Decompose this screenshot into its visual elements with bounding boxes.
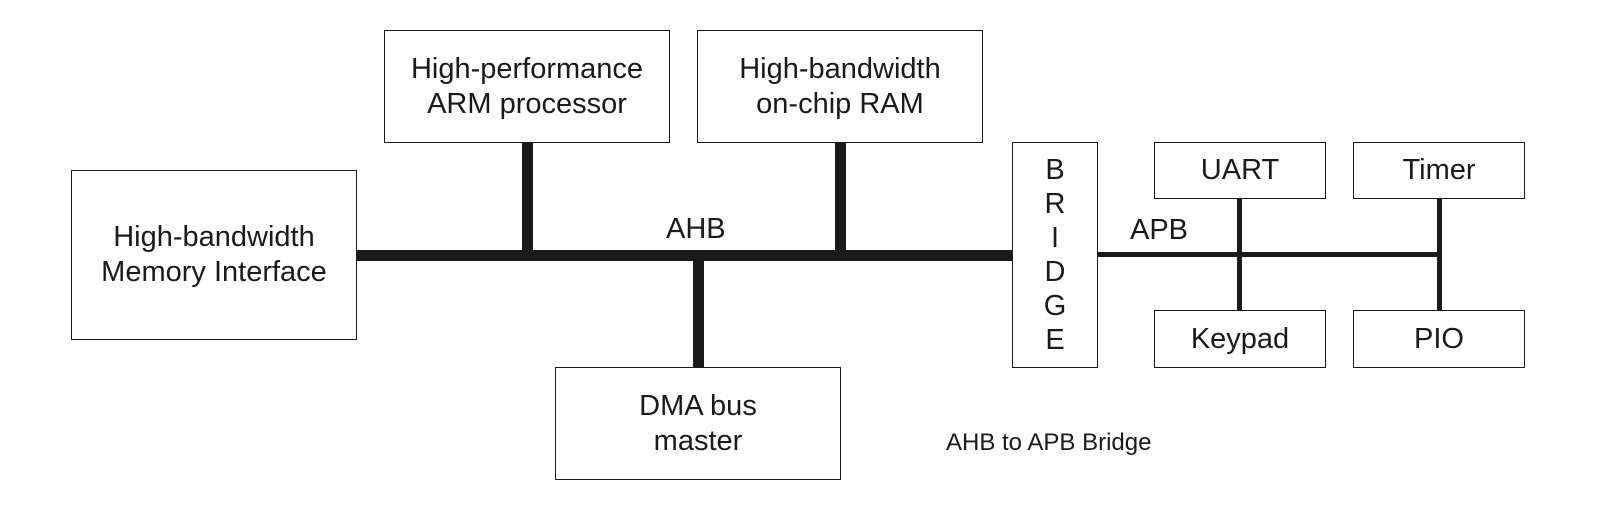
dma-master-connector: [693, 255, 704, 368]
on-chip-ram-line-2: on-chip RAM: [756, 87, 924, 120]
apb-bus-line: [1097, 252, 1441, 257]
on-chip-ram-block: High-bandwidth on-chip RAM: [697, 30, 983, 143]
bridge-letter-e: E: [1045, 324, 1065, 356]
timer-label: Timer: [1402, 154, 1476, 186]
arm-processor-line-2: ARM processor: [427, 87, 627, 120]
timer-block: Timer: [1353, 142, 1525, 199]
arm-processor-block: High-performance ARM processor: [384, 30, 670, 143]
bridge-letter-b: B: [1045, 154, 1065, 186]
arm-processor-connector: [522, 142, 533, 255]
diagram-caption: AHB to APB Bridge: [946, 429, 1152, 456]
uart-label: UART: [1200, 154, 1280, 186]
on-chip-ram-line-1: High-bandwidth: [739, 52, 941, 85]
bridge-letter-r: R: [1044, 188, 1066, 220]
bridge-letter-d: D: [1044, 256, 1066, 288]
dma-master-block: DMA bus master: [555, 367, 841, 480]
pio-label: PIO: [1414, 322, 1464, 355]
memory-interface-line-1: High-bandwidth: [113, 221, 315, 253]
ahb-bus-line: [357, 250, 1013, 261]
uart-keypad-connector: [1237, 198, 1242, 311]
apb-label: APB: [1130, 214, 1189, 246]
memory-interface-line-2: Memory Interface: [101, 256, 327, 288]
keypad-block: Keypad: [1154, 310, 1326, 368]
bridge-letter-i: I: [1050, 222, 1060, 254]
bridge-block: B R I D G E: [1012, 142, 1098, 368]
bridge-letter-g: G: [1043, 290, 1067, 322]
dma-master-line-1: DMA bus: [639, 389, 757, 422]
memory-interface-block: High-bandwidth Memory Interface: [71, 170, 357, 340]
pio-block: PIO: [1353, 310, 1525, 368]
arm-processor-line-1: High-performance: [410, 52, 644, 85]
timer-pio-connector: [1437, 198, 1442, 311]
ahb-label: AHB: [666, 213, 726, 245]
on-chip-ram-connector: [835, 142, 846, 255]
dma-master-line-2: master: [653, 424, 743, 457]
uart-block: UART: [1154, 142, 1326, 199]
keypad-label: Keypad: [1190, 322, 1290, 355]
